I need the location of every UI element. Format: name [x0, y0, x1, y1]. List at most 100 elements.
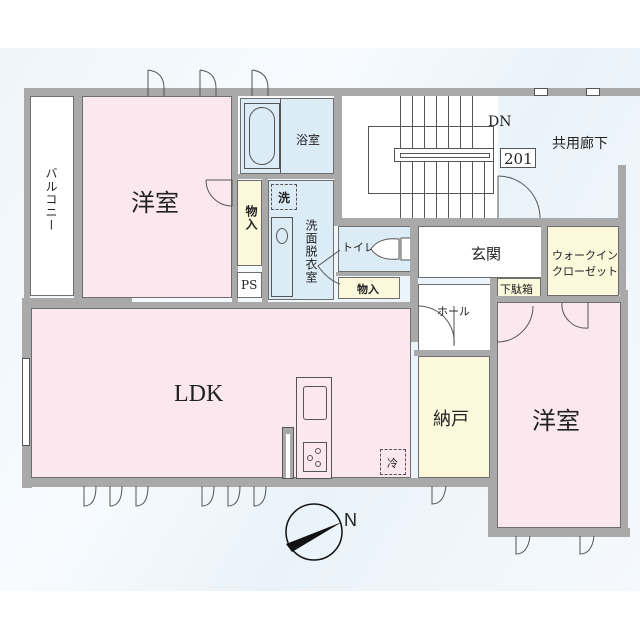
washroom-label: 洗面脱衣室 [304, 219, 318, 284]
window-left-ldk [22, 358, 30, 446]
step [424, 96, 425, 148]
step [448, 96, 449, 148]
wall-bottom-ldk [22, 478, 492, 487]
room-shoe-cabinet: 下駄箱 [497, 278, 541, 298]
wall-room1-bottom [22, 298, 132, 308]
wic-label-line2: クローゼット [552, 265, 618, 278]
kitchen-sink [303, 386, 327, 420]
wall-storage-right [262, 178, 268, 302]
burner-icon [315, 448, 321, 454]
window-top-4 [534, 88, 548, 96]
entrance-label: 玄関 [471, 245, 502, 263]
wall-wic-bottom [494, 296, 622, 302]
storage-2-label: 物入 [357, 283, 379, 296]
door-swing-hall [417, 305, 455, 347]
partition-inner [286, 434, 290, 478]
wall-bath-bottom [232, 174, 336, 179]
kitchen-partition [282, 427, 294, 479]
wall-toilet-bottom [336, 272, 416, 276]
door-swing-washroom [317, 249, 341, 285]
room-western-2: 洋室 [497, 302, 621, 528]
storeroom-label: 納戸 [433, 409, 469, 430]
entrance-door-swing [497, 175, 541, 219]
door-swing-wic [561, 301, 589, 329]
wall-hall-right [490, 278, 497, 478]
bathtub [244, 103, 280, 169]
ldk-label: LDK [174, 381, 224, 407]
toilet-fixture [370, 237, 412, 261]
stairwell: DN [342, 96, 511, 218]
step [472, 162, 473, 218]
room-bathroom: 浴室 [240, 98, 334, 174]
wall-hall-bottom [414, 350, 494, 356]
stairs-handrail-inner [400, 153, 490, 158]
room-ldk: LDK 冷 [31, 308, 411, 479]
compass-north-label: N [344, 510, 357, 530]
wall-right [620, 290, 628, 536]
window-top-1 [147, 69, 165, 96]
bathtub-inner [249, 107, 275, 165]
window-bottom-ldk-right [201, 485, 267, 507]
refrigerator-space: 冷 [380, 449, 406, 475]
kitchen-counter [296, 377, 332, 479]
step [484, 162, 485, 218]
room-entrance: 玄関 [418, 226, 542, 278]
step [400, 162, 401, 218]
step [460, 162, 461, 218]
step [400, 96, 401, 148]
step [460, 96, 461, 148]
burner-icon [315, 461, 321, 467]
room-balcony: バルコニー [30, 96, 74, 296]
refrigerator-label: 冷 [387, 457, 398, 470]
storage-1-label: 物入 [244, 205, 258, 231]
room-toilet: トイレ [338, 226, 414, 272]
window-bottom-room2-left [515, 535, 531, 555]
wall-balcony-inner [74, 96, 82, 301]
wall-toilet-right [410, 222, 418, 342]
step [412, 96, 413, 148]
room-western-1: 洋室 [82, 96, 232, 298]
balcony-label: バルコニー [44, 167, 58, 232]
step [472, 96, 473, 148]
step [448, 162, 449, 218]
window-top-5 [586, 88, 600, 96]
toilet-label: トイレ [342, 241, 375, 254]
stairs-down-label: DN [488, 114, 512, 130]
wall-right-upper [618, 165, 626, 295]
window-top-2 [199, 69, 217, 96]
door-swing-room1 [205, 179, 233, 207]
unit-number-badge: 201 [500, 148, 536, 168]
wall-entrance-right [541, 222, 547, 302]
step [424, 162, 425, 218]
sink [276, 228, 288, 244]
step [412, 162, 413, 218]
washer-space: 洗 [271, 184, 297, 210]
window-top-3 [251, 69, 269, 96]
room-storage-2: 物入 [338, 277, 400, 299]
western-room-1-label: 洋室 [131, 189, 179, 217]
step [436, 162, 437, 218]
wall-room1-right [232, 96, 238, 302]
shoe-cabinet-label: 下駄箱 [500, 283, 533, 296]
wall-mid-horizontal [130, 302, 420, 308]
wall-common-bottom [342, 218, 624, 226]
compass-icon [285, 503, 343, 561]
compass: N [282, 502, 362, 562]
wall-bottom-room2 [488, 528, 630, 537]
bathtub-divider [280, 99, 281, 173]
washer-label: 洗 [278, 191, 291, 205]
bathroom-label: 浴室 [296, 133, 321, 147]
wall-bath-right [334, 96, 342, 226]
vanity [271, 217, 293, 297]
corridor-label: 共用廊下 [552, 136, 608, 152]
burner-icon [307, 455, 313, 461]
stairs-handrail [394, 148, 494, 162]
step [436, 96, 437, 148]
window-bottom-ldk-left [83, 485, 149, 507]
wic-label-line1: ウォークイン [552, 249, 618, 262]
room-storage-1: 物入 [237, 180, 262, 266]
wall-top [24, 88, 640, 96]
door-swing-room2 [496, 305, 534, 343]
window-bottom-room2-right [579, 535, 595, 555]
window-bottom-storeroom [431, 485, 447, 505]
